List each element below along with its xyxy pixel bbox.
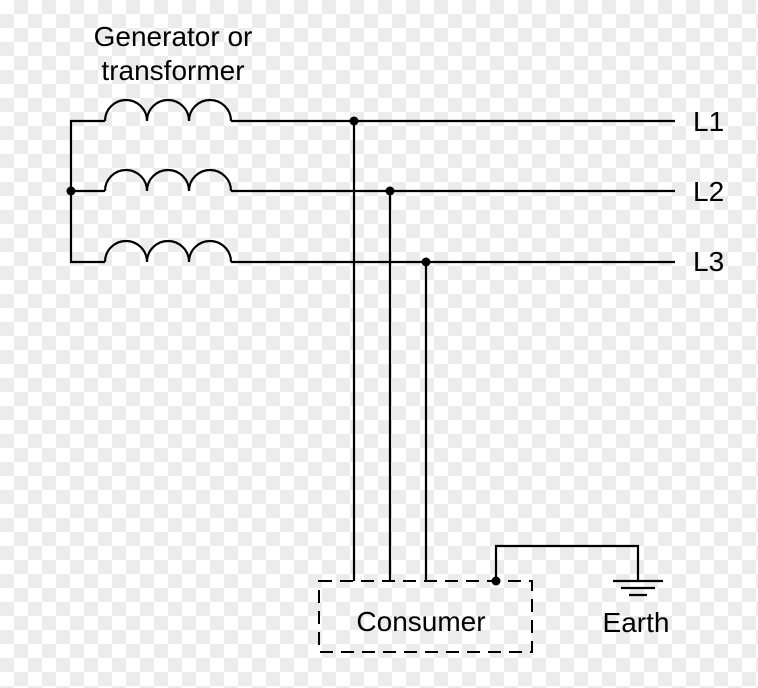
phase-label-l2: L2 xyxy=(693,176,724,207)
junction-l2 xyxy=(385,186,395,196)
junction-l3 xyxy=(421,257,431,267)
coil-l2-icon xyxy=(103,168,233,192)
phase-label-l3: L3 xyxy=(693,246,724,277)
coil-l1-icon xyxy=(103,98,233,122)
title-line-2: transformer xyxy=(101,55,244,86)
junction-l1 xyxy=(349,116,359,126)
consumer-box xyxy=(318,580,533,653)
earth-wire xyxy=(494,544,640,581)
earth-label: Earth xyxy=(603,607,670,638)
earth-icon xyxy=(613,579,663,597)
earth-terminal-node xyxy=(491,576,501,586)
title-line-1: Generator or xyxy=(94,21,253,52)
neutral-node xyxy=(66,186,76,196)
neutral-bus xyxy=(69,119,105,264)
consumer-label: Consumer xyxy=(356,606,485,637)
phase-label-l1: L1 xyxy=(693,106,724,137)
coil-l3-icon xyxy=(103,239,233,263)
